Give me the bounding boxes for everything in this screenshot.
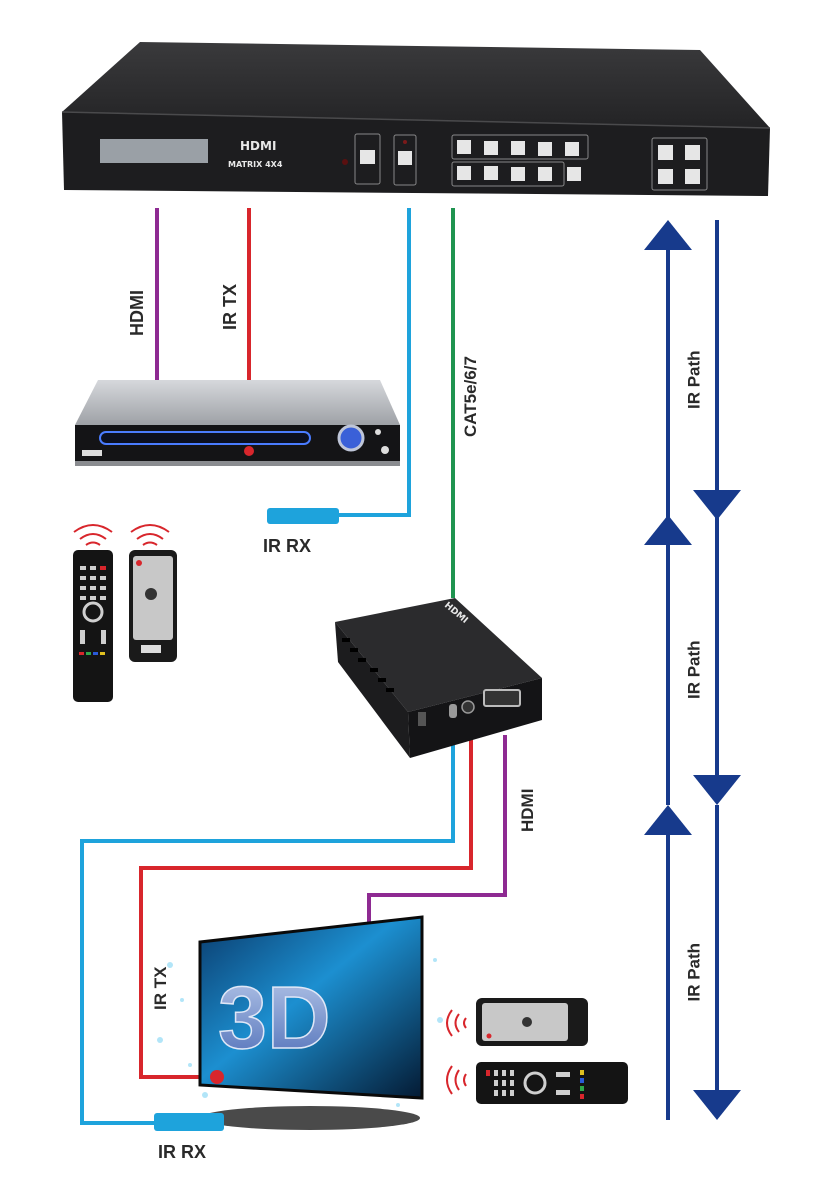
dvd-top	[75, 380, 400, 425]
matrix-lock-button-group	[393, 134, 417, 186]
arrow-down-icon	[693, 775, 741, 805]
edid-button-2[interactable]	[685, 145, 700, 160]
display-remotes	[446, 998, 628, 1104]
output-button-4[interactable]	[538, 142, 552, 156]
source-ir-tx-label: IR TX	[220, 284, 240, 330]
matrix-lcd-display	[100, 139, 208, 163]
ir-path-segment: IR Path	[644, 805, 741, 1120]
receiver-hdmi-port	[483, 689, 521, 707]
3d-tv: 3D	[157, 915, 443, 1130]
source-remotes	[73, 524, 177, 702]
input-button-4[interactable]	[538, 167, 552, 181]
ir-path-segment: IR Path	[644, 515, 741, 805]
ir-rx-cable-source	[338, 208, 411, 517]
ir-path-label: IR Path	[685, 640, 704, 699]
dvd-ir-emitter	[244, 446, 254, 456]
edid-button-3[interactable]	[658, 169, 673, 184]
edid-button-4[interactable]	[685, 169, 700, 184]
hdmi-cable-display	[367, 735, 507, 928]
output-button-1[interactable]	[457, 140, 471, 154]
hdmi-matrix: HDMI MATRIX 4X4	[61, 42, 771, 196]
dvd-player	[75, 380, 400, 466]
output-button-3[interactable]	[511, 141, 525, 155]
display-ir-rx-label: IR RX	[158, 1142, 206, 1162]
matrix-model: MATRIX 4X4	[228, 160, 283, 169]
ir-rx-cable-display	[80, 735, 455, 1125]
arrow-up-icon	[644, 805, 692, 835]
ir-path-arrows: IR Path IR Path IR Path	[644, 220, 741, 1120]
arrow-up-icon	[644, 515, 692, 545]
matrix-ir-led	[342, 159, 348, 165]
receiver-ir-tx-port	[461, 700, 475, 714]
tv-3d-text: 3D	[218, 968, 331, 1067]
arrow-down-icon	[693, 490, 741, 520]
output-button-all[interactable]	[565, 142, 579, 156]
ir-path-label: IR Path	[685, 943, 704, 1002]
input-button-3[interactable]	[511, 167, 525, 181]
receiver-left-side	[335, 622, 410, 758]
matrix-input-buttons	[451, 161, 581, 187]
arrow-down-icon	[693, 1090, 741, 1120]
input-button-extra[interactable]	[567, 167, 581, 181]
display-ir-tx-label: IR TX	[151, 966, 170, 1010]
edid-button-1[interactable]	[658, 145, 673, 160]
receiver-top	[335, 598, 542, 712]
matrix-output-buttons	[451, 134, 589, 160]
matrix-logo: HDMI	[240, 139, 276, 153]
input-button-1[interactable]	[457, 166, 471, 180]
display-ir-rx-sensor	[154, 1113, 224, 1131]
receiver-dc-port	[418, 712, 426, 726]
receiver-ir-rx-port	[449, 704, 457, 718]
ir-path-label: IR Path	[685, 350, 704, 409]
tv-screen	[198, 915, 424, 1100]
ir-path-segment: IR Path	[644, 220, 741, 520]
tv-remote-icon	[476, 1062, 628, 1104]
ir-signal-icon	[446, 1009, 467, 1095]
matrix-power-button-group	[354, 133, 381, 185]
ir-tx-cable-display	[139, 735, 473, 1079]
source-hdmi-label: HDMI	[127, 290, 147, 336]
input-button-2[interactable]	[484, 166, 498, 180]
tv-remote-icon	[73, 550, 113, 702]
dvd-jog-dial	[337, 424, 365, 452]
water-splash-icon	[157, 958, 443, 1107]
source-ir-rx-label: IR RX	[263, 536, 311, 556]
matrix-power-button[interactable]	[360, 150, 375, 164]
matrix-lock-button[interactable]	[398, 151, 412, 165]
tv-ir-emitter	[210, 1070, 224, 1084]
tv-stand	[200, 1106, 420, 1130]
arrow-up-icon	[644, 220, 692, 250]
source-ir-rx-sensor	[267, 508, 339, 524]
dvd-disc-tray	[99, 431, 311, 445]
receiver-hdmi-label: HDMI	[518, 789, 537, 832]
ir-signal-icon	[73, 524, 170, 546]
matrix-top-surface	[62, 42, 770, 128]
matrix-edid-buttons	[651, 137, 708, 191]
output-button-2[interactable]	[484, 141, 498, 155]
hdbaset-receiver: HDMI	[335, 598, 542, 758]
cat-cable-label: CAT5e/6/7	[461, 356, 480, 437]
